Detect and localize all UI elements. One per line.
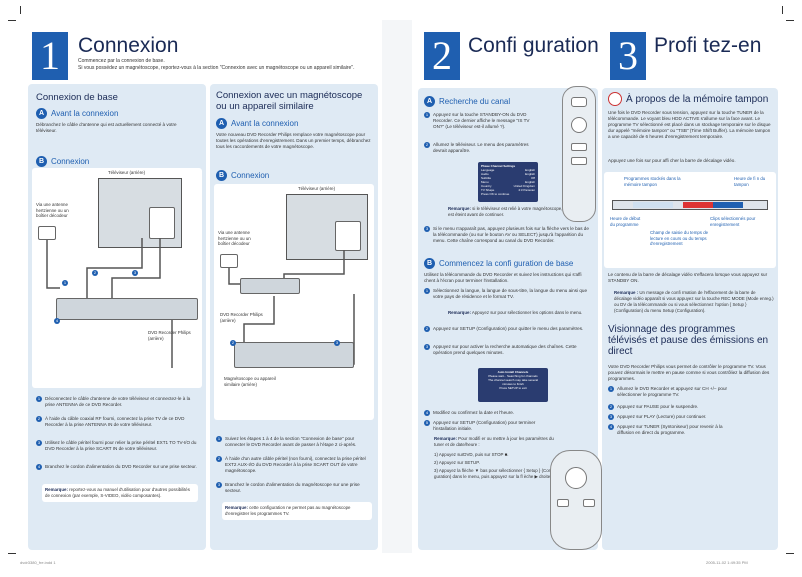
standby-icon — [608, 92, 622, 106]
config-substep-2: 2) Appuyez sur SETUP. — [434, 460, 480, 465]
config-substep-1: 1) Appuyez surDVD, puis sur STOP ■. — [434, 452, 509, 457]
remote-control-bottom-illustration — [550, 450, 602, 550]
recorder-rear-label: DVD Recorder Philips (arrière) — [148, 330, 191, 341]
vcr-tv-illustration — [286, 194, 368, 260]
vcr-section-a-text: Votre nouveau DVD Recorder Philips rempl… — [216, 132, 371, 149]
section-number-1: 1 — [32, 32, 68, 80]
vcr-antenna-plug-icon — [220, 254, 238, 268]
stored-programs-label: Programmes stockés dans la mémoire tampo… — [624, 176, 681, 187]
basic-connection-diagram: Téléviseur (arrière) Via une antenne her… — [32, 168, 202, 388]
cable-lines — [46, 238, 173, 368]
config-intro-b: Utilisez la télécommande du DVD Recorder… — [424, 272, 582, 283]
configuration-title: Confi guration — [468, 34, 599, 57]
profitez-title: Profi tez-en — [654, 34, 762, 57]
basic-remark: Remarque: reportez-vous au manuel d'util… — [42, 484, 198, 502]
tv-rear-label: Téléviseur (arrière) — [108, 170, 146, 175]
basic-section-a-text: Débranchez le câble d'antenne qui est ac… — [36, 122, 177, 133]
antenna-plug-icon — [38, 226, 56, 240]
config-remark-b: Remarque: Appuyez sur pour sélectionner … — [448, 310, 583, 315]
page-gutter — [382, 20, 412, 553]
config-remark-a: Remarque: si le téléviseur est relié à v… — [448, 206, 588, 217]
dvd-recorder-rear-illustration — [56, 298, 198, 320]
config-section-b: B Commencez la confi guration de base — [424, 258, 594, 269]
right-page: 2 Confi guration 3 Profi tez-en A Recher… — [412, 20, 782, 553]
basic-connection-panel: Connexion de base A Avant la connexion D… — [28, 84, 206, 550]
config-substep-3: 3) Appuyez la flèche ▼ bas pour sélectio… — [434, 468, 554, 479]
vcr-antenna-label: Via une antenne hertzienne ou un boîtier… — [218, 230, 251, 246]
basic-connection-title: Connexion de base — [36, 92, 118, 103]
connexion-title: Connexion — [78, 34, 179, 57]
basic-section-b: B Connexion — [36, 156, 89, 167]
channel-search-screen: Auto Install Channels Please wait... Sea… — [478, 368, 548, 402]
vcr-recorder-illustration — [240, 278, 300, 294]
vcr-device-illustration — [234, 342, 354, 368]
time-field-label: Champ de saisie du temps de lecture en c… — [650, 230, 709, 246]
selected-clips-label: Clips sélectionnés pour enregistrement — [710, 216, 756, 227]
vcr-section-b: B Connexion — [216, 170, 269, 181]
live-pause-text: Votre DVD Recorder Philips vous permet d… — [608, 364, 770, 381]
vcr-connection-title: Connexion avec un magnétoscope ou un app… — [216, 90, 363, 112]
vcr-remark: Remarque: cette configuration ne permet … — [222, 502, 372, 520]
config-remark-c: Remarque: Pour modifi er ou mettre à jou… — [434, 436, 554, 447]
buffer-text-3: Le contenu de la barre de décalage vidéo… — [608, 272, 768, 283]
buffer-panel: À propos de la mémoire tampon Une fois l… — [602, 88, 778, 550]
vcr-connection-diagram: Téléviseur (arrière) Via une antenne her… — [214, 184, 374, 420]
vcr-recorder-label: DVD Recorder Philips (arrière) — [220, 312, 263, 323]
footer-timestamp: 2005-11-02 1:49:35 PM — [706, 560, 748, 565]
vcr-device-label: Magnétoscope ou appareil similaire (arri… — [224, 376, 276, 387]
buffer-text-2: Appuyez une fois sur pour affi cher la b… — [608, 158, 736, 163]
connexion-intro: Commencez par la connexion de base. Si v… — [78, 58, 355, 71]
live-pause-title: Visionnage des programmes télévisés et p… — [608, 324, 769, 357]
timeshift-bar — [612, 200, 768, 210]
section-number-3: 3 — [610, 32, 646, 80]
buffer-title: À propos de la mémoire tampon — [626, 94, 769, 105]
vcr-tv-rear-label: Téléviseur (arrière) — [298, 186, 336, 191]
buffer-remark: Remarque : Un message de confi rmation d… — [614, 290, 774, 313]
left-page: 1 Connexion Commencez par la connexion d… — [20, 20, 382, 553]
footer-filename: dvdr3380_fre.indd 1 — [20, 560, 56, 565]
timeshift-bar-diagram: Programmes stockés dans la mémoire tampo… — [604, 172, 776, 268]
basic-section-a: A Avant la connexion — [36, 108, 118, 119]
config-section-a: A Recherche du canal — [424, 96, 510, 107]
vcr-connection-panel: Connexion avec un magnétoscope ou un app… — [210, 84, 378, 550]
program-start-label: Heure de début du programme — [610, 216, 641, 227]
remote-control-top-illustration — [562, 86, 596, 222]
antenna-label: Via une antenne hertzienne ou un boîtier… — [36, 202, 69, 218]
section-number-2: 2 — [424, 32, 460, 80]
buffer-end-label: Heure de fi n du tampon — [734, 176, 766, 187]
buffer-text-1: Une fois le DVD Recorder sous tension, a… — [608, 110, 771, 139]
tv-rear-illustration — [98, 178, 182, 248]
vcr-section-a: A Avant la connexion — [216, 118, 298, 129]
